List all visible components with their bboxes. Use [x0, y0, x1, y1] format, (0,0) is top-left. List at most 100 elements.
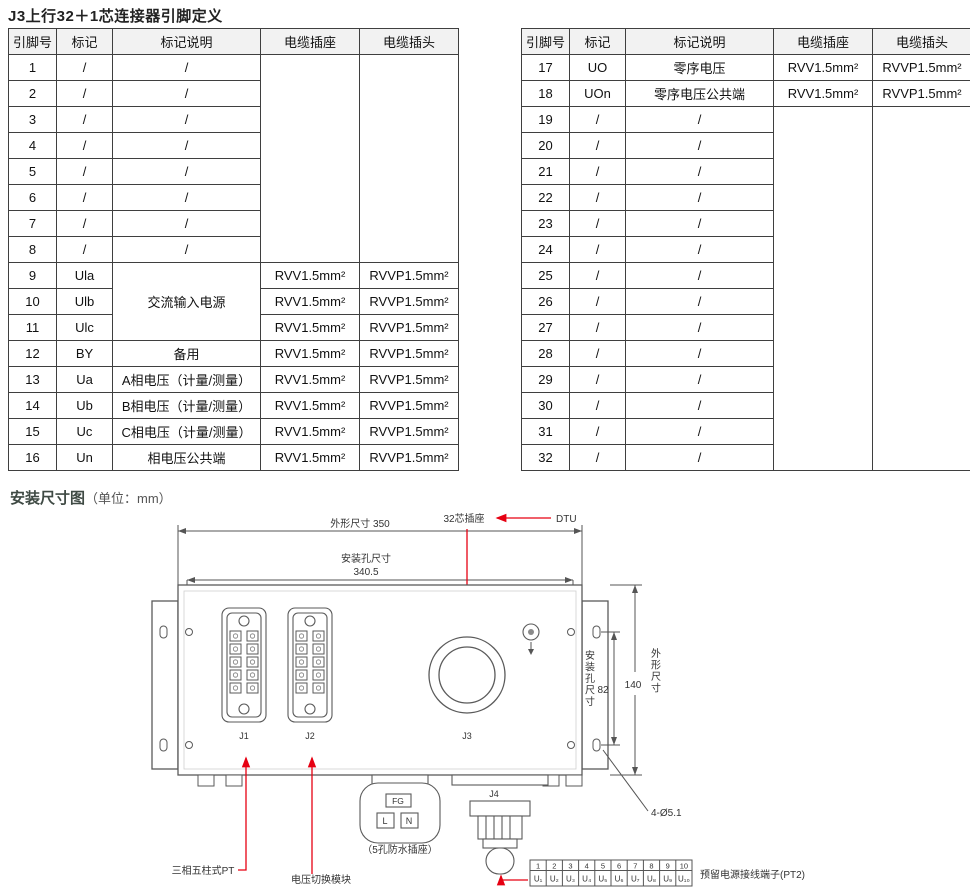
table-cell: /: [625, 210, 774, 237]
table-cell: /: [56, 158, 113, 185]
table-cell: 3: [8, 106, 57, 133]
table-row: 28//: [521, 340, 970, 367]
pt-label: 三相五柱式PT: [172, 864, 235, 877]
table-row: 31//: [521, 418, 970, 445]
table-cell: 23: [521, 210, 570, 237]
table-cell: 10: [8, 288, 57, 315]
j4-arrow: [496, 874, 528, 886]
dim-arrow: [574, 528, 582, 534]
table-row: 24//: [521, 236, 970, 263]
dim-mount-height-value: 82: [597, 685, 609, 696]
table-cell: Ua: [56, 366, 113, 393]
table-cell: 19: [521, 106, 570, 133]
table-cell: /: [569, 444, 626, 471]
pt2-terminal-number: 5: [601, 862, 605, 871]
column-header: 标记说明: [112, 28, 261, 55]
table-cell: B相电压（计量/测量）: [112, 392, 261, 419]
dim-arrow: [611, 737, 617, 745]
section-unit: （单位：mm）: [85, 491, 172, 506]
table-cell: 25: [521, 262, 570, 289]
table-cell: 6: [8, 184, 57, 211]
table-cell: RVV1.5mm²: [260, 262, 360, 289]
pt2-terminal-number: 7: [633, 862, 637, 871]
pin-definition-tables: 引脚号标记标记说明电缆插座电缆插头 1//2//3//4//5//6//7//8…: [8, 28, 970, 471]
column-header: 引脚号: [521, 28, 570, 55]
pt2-terminal-number: 8: [649, 862, 653, 871]
waterproof-label: （5孔防水插座）: [362, 843, 438, 856]
table-cell: /: [112, 132, 261, 159]
pt2-label: 预留电源接线端子(PT2): [700, 868, 805, 881]
table-cell: 32: [521, 444, 570, 471]
table-cell: /: [569, 106, 626, 133]
table-cell: 18: [521, 80, 570, 107]
dtu-label: DTU: [556, 514, 577, 525]
table-header-row: 引脚号标记标记说明电缆插座电缆插头: [521, 28, 970, 55]
table-cell: /: [56, 184, 113, 211]
table-cell: Ub: [56, 392, 113, 419]
table-cell: 4: [8, 132, 57, 159]
table-cell: /: [569, 184, 626, 211]
switch-label: 电压切换模块: [291, 873, 351, 886]
dim-overall-height: [610, 584, 642, 776]
table-cell: 7: [8, 210, 57, 237]
pt2-terminal-label: U₉: [663, 875, 672, 884]
table-cell: 15: [8, 418, 57, 445]
section-heading: 安装尺寸图（单位：mm）: [10, 487, 172, 508]
l-terminal-label: L: [382, 816, 387, 826]
column-header: 电缆插座: [773, 28, 873, 55]
pt2-terminal-number: 2: [552, 862, 556, 871]
table-cell: /: [569, 262, 626, 289]
pt-arrow: [238, 756, 251, 871]
dim-mount-width-label: 安装孔尺寸: [341, 552, 391, 565]
pt2-terminal-label: U₅: [598, 875, 607, 884]
table-cell: 5: [8, 158, 57, 185]
table-cell: /: [56, 210, 113, 237]
mounting-slots: [159, 625, 601, 752]
dim-mount-height: [601, 631, 620, 746]
table-cell: RVVP1.5mm²: [872, 54, 970, 81]
table-cell: /: [569, 418, 626, 445]
table-cell: /: [625, 288, 774, 315]
table-cell: 零序电压公共端: [625, 80, 774, 107]
table-cell: /: [569, 288, 626, 315]
table-cell: 8: [8, 236, 57, 263]
j4-label: J4: [489, 789, 499, 799]
table-cell: A相电压（计量/测量）: [112, 366, 261, 393]
table-cell: /: [625, 236, 774, 263]
table-cell: 21: [521, 158, 570, 185]
pin-table-left: 引脚号标记标记说明电缆插座电缆插头 1//2//3//4//5//6//7//8…: [8, 28, 459, 471]
table-row: 20//: [521, 132, 970, 159]
dim-overall-width-label: 外形尺寸 350: [330, 517, 390, 530]
table-row: 26//: [521, 288, 970, 315]
table-cell: /: [569, 158, 626, 185]
table-cell: RVV1.5mm²: [260, 340, 360, 367]
connector-j1-terminals: [229, 630, 259, 694]
table-cell: 备用: [112, 340, 261, 367]
mounting-holes: [185, 628, 575, 749]
table-cell: 24: [521, 236, 570, 263]
table-cell: /: [625, 392, 774, 419]
table-cell: Ulc: [56, 314, 113, 341]
j1-label: J1: [239, 731, 249, 741]
table-cell: [773, 106, 873, 471]
table-row: 32//: [521, 444, 970, 471]
table-cell: RVV1.5mm²: [260, 444, 360, 471]
pt2-terminal-label: U₆: [615, 875, 624, 884]
dim-overall-height-value: 140: [625, 680, 642, 691]
table-cell: 17: [521, 54, 570, 81]
table-cell: /: [56, 54, 113, 81]
n-terminal-label: N: [406, 816, 413, 826]
table-cell: BY: [56, 340, 113, 367]
table-cell: Ulb: [56, 288, 113, 315]
table-cell: /: [569, 236, 626, 263]
pt2-terminal-number: 9: [666, 862, 670, 871]
table-cell: 2: [8, 80, 57, 107]
pt2-terminal-label: U₃: [566, 875, 575, 884]
pt2-terminal-number: 3: [568, 862, 572, 871]
device-body: [151, 584, 609, 776]
